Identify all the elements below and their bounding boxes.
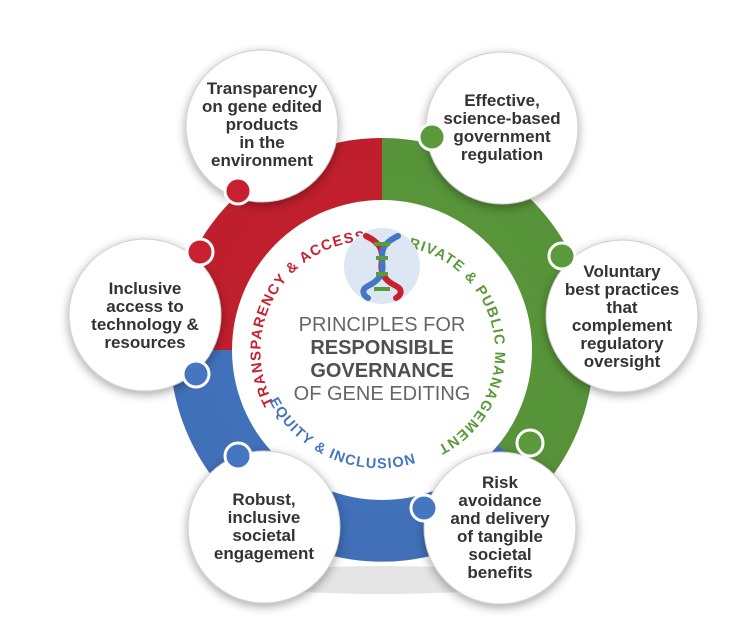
connector-dot-inclusive-access-blue (181, 359, 211, 389)
bubble-voluntary-practices (545, 239, 699, 393)
bubble-inclusive-access (68, 238, 222, 392)
principle-science-regulation: Effective, science-based government regu… (443, 91, 561, 164)
connector-dot-transparency-products (223, 176, 253, 206)
bubble-transparency-products (185, 49, 339, 203)
bubble-societal-engagement (187, 450, 341, 604)
center-title-line4: OF GENE EDITING (293, 383, 471, 405)
center-title-line1: PRINCIPLES FOR (298, 314, 466, 336)
principle-bubbles (68, 49, 699, 605)
connector-dot-science-regulation (417, 122, 447, 152)
principle-transparency-products: Transparency on gene edited products in … (202, 79, 322, 170)
connector-dot-risk-avoidance-green (515, 428, 545, 458)
bubble-risk-avoidance (423, 451, 577, 605)
connector-dots (181, 122, 577, 523)
dna-icon (344, 228, 420, 304)
connector-dot-inclusive-access-red (185, 237, 215, 267)
principle-risk-avoidance: Risk avoidance and delivery of tangible … (450, 473, 550, 582)
connector-dot-societal-engagement (223, 441, 253, 471)
connector-dot-risk-avoidance-blue (409, 493, 439, 523)
center-title: PRINCIPLES FOR RESPONSIBLE GOVERNANCE OF… (272, 314, 492, 406)
connector-dot-voluntary-practices (547, 241, 577, 271)
center-title-line3: GOVERNANCE (310, 360, 454, 382)
principle-voluntary-practices: Voluntary best practices that complement… (564, 262, 680, 371)
principle-societal-engagement: Robust, inclusive societal engagement (213, 490, 315, 563)
center-disc (232, 200, 532, 500)
principle-inclusive-access: Inclusive access to technology & resourc… (91, 279, 199, 352)
center-title-line2: RESPONSIBLE (310, 337, 454, 359)
